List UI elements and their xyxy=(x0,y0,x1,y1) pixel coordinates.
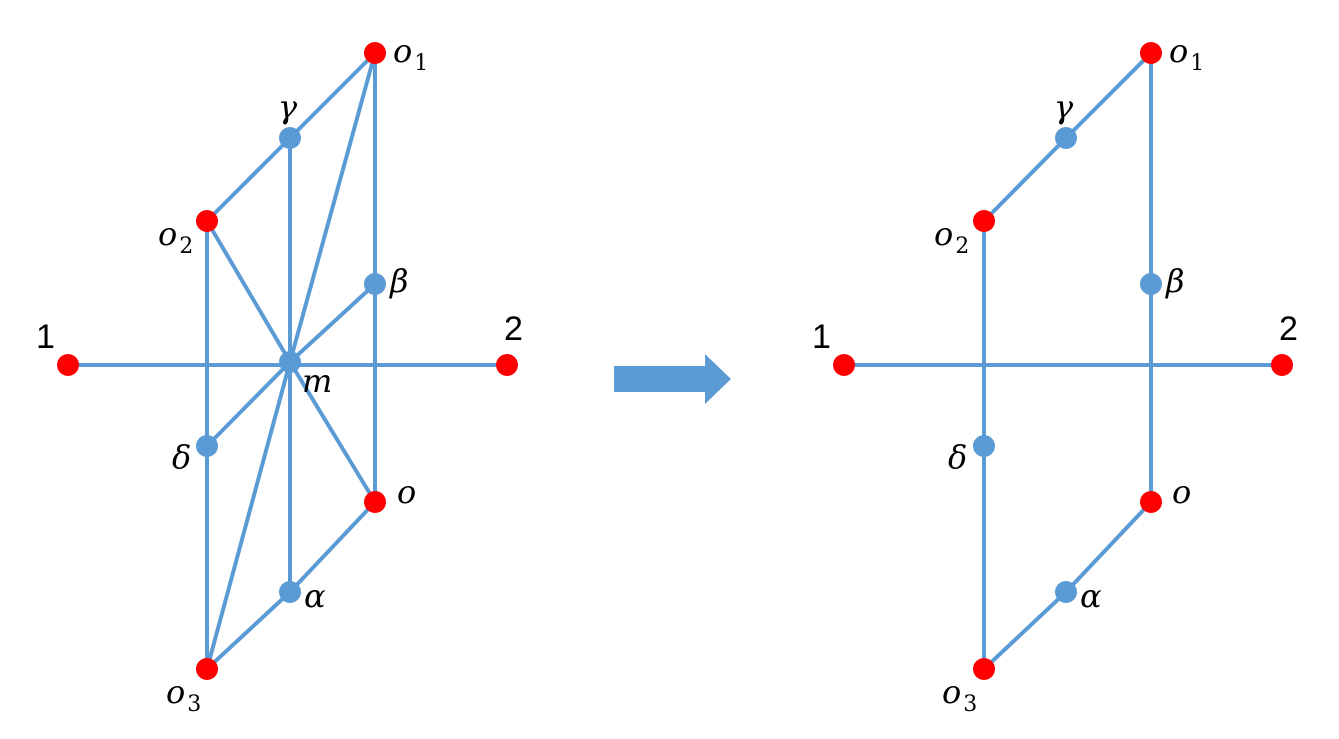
label-sub-o3: 3 xyxy=(963,692,977,717)
label-main-o: o xyxy=(1172,473,1191,511)
node-m xyxy=(279,351,301,373)
node-o1 xyxy=(1140,42,1162,64)
node-alpha xyxy=(279,581,301,603)
label-main-2: 2 xyxy=(1279,310,1298,348)
node-alpha xyxy=(1055,581,1077,603)
label-main-o1: o xyxy=(393,32,412,70)
arrow-shape xyxy=(614,354,731,404)
label-delta: δ xyxy=(172,438,191,476)
label-main-o3: o xyxy=(166,673,185,711)
edge-beta-m xyxy=(288,282,377,364)
edge-o1-gamma xyxy=(288,51,377,140)
label-main-o1: o xyxy=(1169,32,1188,70)
edge-gamma-o2 xyxy=(205,136,292,223)
label-o1: o1 xyxy=(393,32,428,76)
label-alpha: α xyxy=(1080,577,1102,615)
label-sub-o1: 1 xyxy=(1190,51,1204,76)
node-gamma xyxy=(1055,127,1077,149)
edge-delta-m xyxy=(205,360,292,448)
node-1 xyxy=(57,354,79,376)
label-main-o2: o xyxy=(934,215,953,253)
label-2: 2 xyxy=(1279,310,1298,348)
node-o2 xyxy=(973,210,995,232)
node-o3 xyxy=(196,658,218,680)
node-beta xyxy=(1140,273,1162,295)
label-o3: o3 xyxy=(166,673,201,717)
edge-o3-m xyxy=(205,360,292,671)
label-main-delta: δ xyxy=(172,438,191,476)
node-gamma xyxy=(279,127,301,149)
label-delta: δ xyxy=(948,438,967,476)
label-main-gamma: γ xyxy=(278,88,298,126)
edge-alpha-o xyxy=(1064,500,1153,594)
label-main-2: 2 xyxy=(504,310,523,348)
node-o3 xyxy=(973,658,995,680)
label-main-m: m xyxy=(302,362,332,400)
label-main-beta: β xyxy=(1165,262,1185,300)
edge-o3-alpha xyxy=(205,590,292,671)
label-main-o3: o xyxy=(942,673,961,711)
edge-o1-m xyxy=(288,51,377,364)
edge-o1-gamma xyxy=(1064,51,1153,140)
label-sub-o2: 2 xyxy=(179,234,193,259)
label-main-alpha: α xyxy=(1080,577,1102,615)
label-alpha: α xyxy=(304,577,326,615)
node-delta xyxy=(973,435,995,457)
label-sub-o1: 1 xyxy=(414,51,428,76)
node-2 xyxy=(1271,354,1293,376)
node-o2 xyxy=(196,210,218,232)
label-o: o xyxy=(1172,473,1191,511)
label-main-o2: o xyxy=(158,215,177,253)
label-main-o: o xyxy=(397,473,416,511)
label-o: o xyxy=(397,473,416,511)
label-main-1: 1 xyxy=(812,318,831,356)
label-sub-o3: 3 xyxy=(187,692,201,717)
label-o2: o2 xyxy=(934,215,969,259)
node-delta xyxy=(196,435,218,457)
label-o1: o1 xyxy=(1169,32,1204,76)
edge-o2-m xyxy=(205,219,292,364)
right-arrow-icon xyxy=(614,354,731,404)
label-sub-o2: 2 xyxy=(955,234,969,259)
edge-alpha-o xyxy=(288,500,377,594)
label-main-alpha: α xyxy=(304,577,326,615)
label-main-beta: β xyxy=(389,262,409,300)
node-o xyxy=(1140,491,1162,513)
label-gamma: γ xyxy=(278,88,298,126)
label-main-1: 1 xyxy=(36,318,55,356)
node-2 xyxy=(496,354,518,376)
edge-o-m xyxy=(288,360,377,504)
label-main-gamma: γ xyxy=(1054,88,1074,126)
label-beta: β xyxy=(1165,262,1185,300)
node-o1 xyxy=(364,42,386,64)
label-beta: β xyxy=(389,262,409,300)
node-1 xyxy=(833,354,855,376)
label-m: m xyxy=(302,362,332,400)
edge-o3-alpha xyxy=(982,590,1068,671)
node-beta xyxy=(364,273,386,295)
node-o xyxy=(364,491,386,513)
label-2: 2 xyxy=(504,310,523,348)
label-1: 1 xyxy=(812,318,831,356)
label-o2: o2 xyxy=(158,215,193,259)
label-gamma: γ xyxy=(1054,88,1074,126)
label-o3: o3 xyxy=(942,673,977,717)
edge-gamma-o2 xyxy=(982,136,1068,223)
label-main-delta: δ xyxy=(948,438,967,476)
label-1: 1 xyxy=(36,318,55,356)
